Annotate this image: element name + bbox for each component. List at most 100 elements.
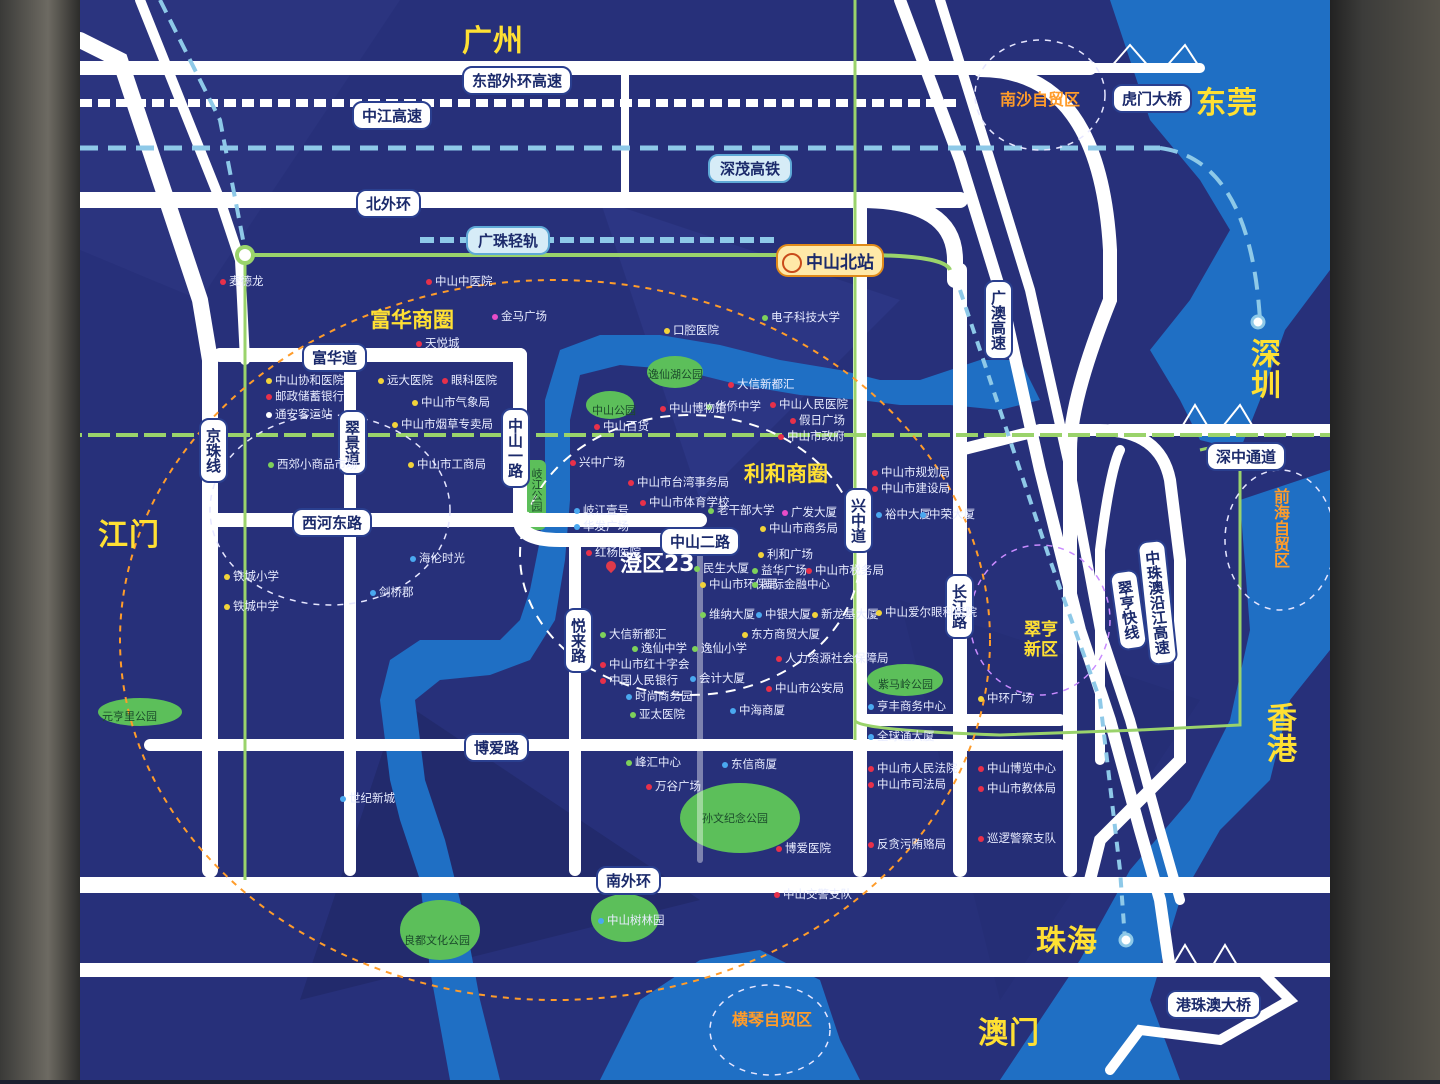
poi-label: 中海商厦 [730, 704, 785, 717]
poi-name: 中山市环保局 [709, 577, 778, 591]
zone-hengqin: 横琴自贸区 [732, 1010, 813, 1029]
poi-dot-icon [598, 917, 604, 924]
poi-dot-icon [872, 485, 878, 492]
poi-name: 中环广场 [987, 691, 1033, 705]
poi-name: 中山市台湾事务局 [637, 475, 729, 489]
poi-label: 中山市体育学校 [640, 496, 730, 509]
poi-name: 华发广场 [583, 519, 629, 533]
poi-name: 巡逻警察支队 [987, 831, 1056, 845]
park-yuanting [98, 698, 182, 726]
poi-name: 中山中医院 [435, 274, 493, 288]
poi-name: 民生大厦 [703, 561, 749, 575]
poi-dot-icon [600, 677, 606, 684]
poi-label: 金马广场 [492, 310, 547, 323]
poi-dot-icon [700, 611, 706, 618]
poi-label: 中山市人民法院 [868, 762, 958, 775]
poi-dot-icon [722, 761, 728, 768]
poi-name: 中山市工商局 [417, 457, 486, 471]
poi-label: 远大医院 [378, 374, 433, 387]
poi-dot-icon [782, 509, 788, 516]
poi-name: 东方商贸大厦 [751, 627, 820, 641]
poi-dot-icon [776, 655, 782, 662]
poi-dot-icon [978, 765, 984, 772]
poi-dot-icon [766, 685, 772, 692]
poi-name: 通安客运站 [275, 407, 333, 421]
poi-name: 益华广场 [761, 563, 807, 577]
road-label-cuijing: 翠景道 [338, 410, 367, 475]
station-zhongshan-north: 中山北站 [776, 244, 884, 277]
poi-label: 博爱医院 [776, 842, 831, 855]
poi-label: 中山市规划局 [872, 466, 950, 479]
poi-label: 万谷广场 [646, 780, 701, 793]
poi-dot-icon [266, 377, 272, 384]
poi-label: 中山交警支队 [774, 888, 852, 901]
poi-label: 中银大厦 [756, 608, 811, 621]
poi-dot-icon [340, 795, 346, 802]
poi-dot-icon [224, 573, 230, 580]
poi-dot-icon [570, 459, 576, 466]
poi-label: 维纳大厦 [700, 608, 755, 621]
road-label-beiwaihuan: 北外环 [356, 189, 422, 218]
poi-name: 中海商厦 [739, 703, 785, 717]
poi-name: 中山市教体局 [987, 781, 1056, 795]
poi-name: 中山市烟草专卖局 [401, 417, 493, 431]
poi-name: 中国人民银行 [609, 673, 678, 687]
city-jiangmen: 江门 [98, 518, 160, 553]
park-label-yuanting: 元亨里公园 [102, 710, 157, 723]
poi-dot-icon [876, 609, 882, 616]
poi-dot-icon [876, 511, 882, 518]
poi-name: 天悦城 [425, 336, 460, 350]
poi-dot-icon [410, 555, 416, 562]
poi-dot-icon [868, 703, 874, 710]
poi-dot-icon [370, 589, 376, 596]
poi-label: 民生大厦 [694, 562, 749, 575]
rail-label-shenmao: 深茂高铁 [708, 154, 793, 183]
road-label-gangzhuao: 港珠澳大桥 [1166, 990, 1262, 1019]
poi-dot-icon [574, 507, 580, 514]
poi-dot-icon [868, 733, 874, 740]
poi-name: 红杨医院 [595, 545, 641, 559]
poi-dot-icon [742, 631, 748, 638]
poi-label: 新龙基大厦 [812, 608, 879, 621]
road-label-dongbu: 东部外环高速 [462, 66, 573, 95]
poi-name: 维纳大厦 [709, 607, 755, 621]
rail-label-guangzhu: 广珠轻轨 [466, 226, 551, 255]
poi-name: 剑桥郡 [379, 585, 414, 599]
poi-dot-icon [416, 340, 422, 347]
poi-name: 西郊小商品市场 [277, 457, 358, 471]
poi-name: 中山市人民法院 [877, 761, 958, 775]
poi-name: 中山百货 [603, 419, 649, 433]
poi-label: 中山博物馆 [660, 402, 727, 415]
poi-dot-icon [868, 841, 874, 848]
poi-dot-icon [752, 567, 758, 574]
poi-dot-icon [626, 693, 632, 700]
poi-dot-icon [728, 381, 734, 388]
park-label-zima: 紫马岭公园 [878, 678, 933, 691]
poi-label: 中山市环保局 [700, 578, 778, 591]
poi-label: 中山市烟草专卖局 [392, 418, 493, 431]
poi-name: 万谷广场 [655, 779, 701, 793]
road-label-boai: 博爱路 [464, 733, 530, 762]
poi-label: 通安客运站 [266, 408, 333, 421]
poi-dot-icon [978, 835, 984, 842]
poi-label: 利和广场 [758, 548, 813, 561]
poi-label: 中山市教体局 [978, 782, 1056, 795]
poi-dot-icon [600, 661, 606, 668]
poi-dot-icon [378, 377, 384, 384]
poi-name: 东信商厦 [731, 757, 777, 771]
poi-dot-icon [872, 469, 878, 476]
poi-label: 广发大厦 [782, 506, 837, 519]
poi-name: 时尚商务园 [635, 689, 693, 703]
poi-label: 中山博览中心 [978, 762, 1056, 775]
poi-dot-icon [660, 405, 666, 412]
road-label-zhongjiang: 中江高速 [352, 101, 433, 130]
poi-label: 中环广场 [978, 692, 1033, 705]
poi-label: 天悦城 [416, 337, 460, 350]
poi-label: 亚太医院 [630, 708, 685, 721]
poi-dot-icon [760, 525, 766, 532]
poi-name: 铁城小学 [233, 569, 279, 583]
poi-name: 中银大厦 [765, 607, 811, 621]
poi-name: 国际金融中心 [761, 577, 830, 591]
poi-label: 铁城小学 [224, 570, 279, 583]
